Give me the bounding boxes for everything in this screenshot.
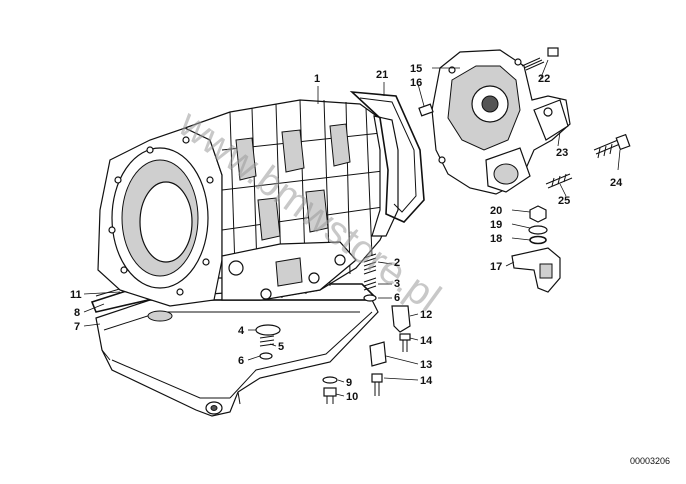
callout-17: 17 <box>490 261 502 273</box>
washer-9 <box>322 376 338 384</box>
bolt-14-lower <box>371 373 383 396</box>
plate-13 <box>369 341 387 367</box>
transmission-housing <box>97 99 399 307</box>
diagram-part-number: 00003206 <box>630 456 670 466</box>
callout-4: 4 <box>238 325 245 337</box>
callout-10: 10 <box>346 391 358 403</box>
callout-15: 15 <box>410 63 422 75</box>
bolt-14-upper <box>399 333 411 352</box>
callout-8: 8 <box>74 307 80 319</box>
bolt-24 <box>593 133 631 159</box>
nut-20 <box>529 205 547 223</box>
drain-plug-10 <box>323 387 337 404</box>
callout-24: 24 <box>610 177 623 189</box>
callout-19: 19 <box>490 219 502 231</box>
rear-gasket-inner <box>359 97 417 213</box>
callout-23: 23 <box>556 147 568 159</box>
clip-12 <box>391 305 411 333</box>
spring-3 <box>363 277 377 291</box>
extension-housing <box>431 49 571 195</box>
callout-6b: 6 <box>238 355 244 367</box>
callout-11: 11 <box>70 289 82 301</box>
callout-22: 22 <box>538 73 550 85</box>
callout-labels: 1 21 15 16 22 23 24 25 20 19 18 17 2 3 6… <box>70 63 623 403</box>
washer-19 <box>528 225 548 235</box>
ring-6-lower <box>259 352 273 360</box>
callout-14a: 14 <box>420 335 433 347</box>
stud-25 <box>545 173 573 189</box>
plug-4 <box>255 324 281 336</box>
leader-lines <box>83 67 621 397</box>
ring-6-upper <box>363 294 377 302</box>
ring-18 <box>529 235 547 245</box>
callout-1: 1 <box>314 73 320 85</box>
dowel-pin-16 <box>418 103 434 117</box>
callout-16: 16 <box>410 77 422 89</box>
callout-7: 7 <box>74 321 80 333</box>
callout-18: 18 <box>490 233 502 245</box>
callout-9: 9 <box>346 377 352 389</box>
mount-bracket-17 <box>511 247 561 293</box>
callout-6a: 6 <box>394 292 400 304</box>
callout-5: 5 <box>278 341 284 353</box>
callout-2: 2 <box>394 257 400 269</box>
rear-housing-gasket <box>349 90 425 223</box>
oil-pan <box>95 299 379 417</box>
callout-20: 20 <box>490 205 502 217</box>
callout-13: 13 <box>420 359 432 371</box>
bolt-22 <box>521 47 559 81</box>
callout-25: 25 <box>558 195 570 207</box>
callout-3: 3 <box>394 278 400 290</box>
spring-2 <box>363 253 377 275</box>
callout-14b: 14 <box>420 375 433 387</box>
callout-21: 21 <box>376 69 388 81</box>
callout-12: 12 <box>420 309 432 321</box>
